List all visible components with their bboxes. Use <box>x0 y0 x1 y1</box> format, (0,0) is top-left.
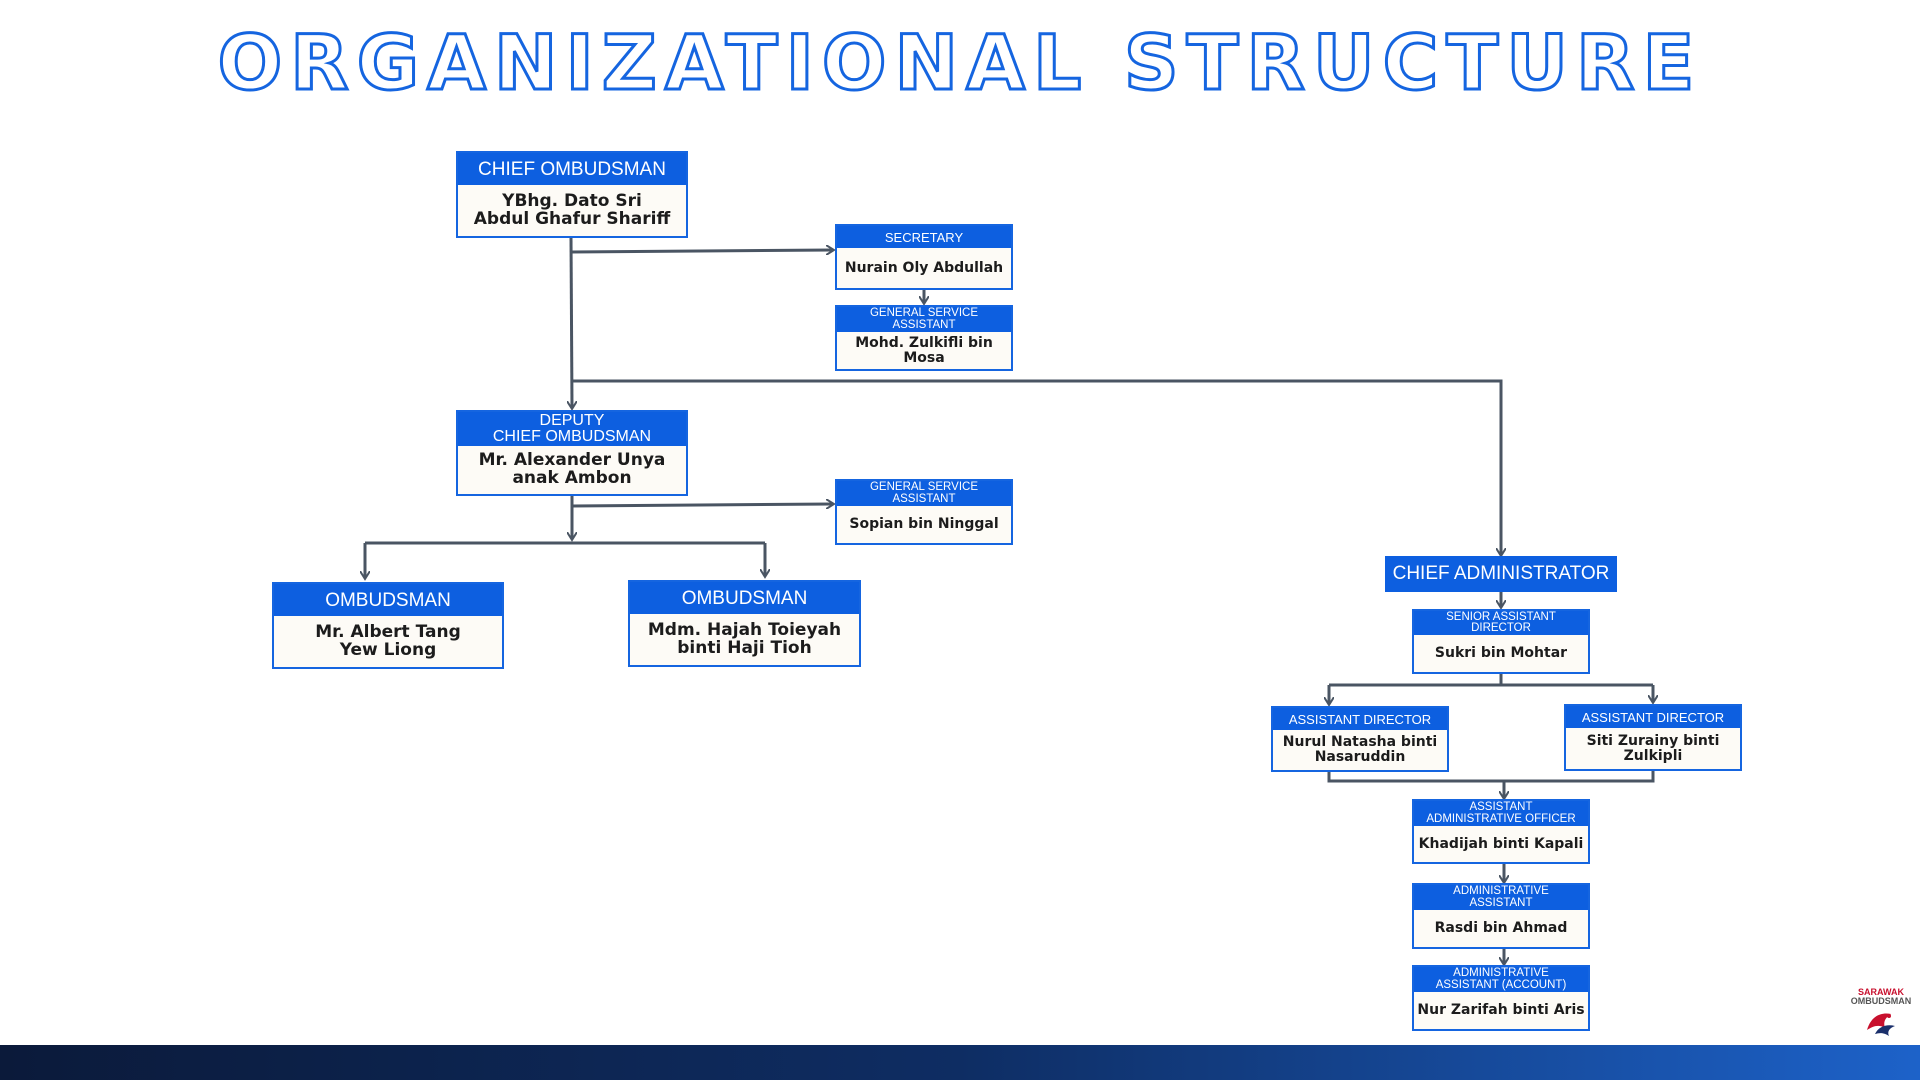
node-ombudsman-1: OMBUDSMAN Mr. Albert Tang Yew Liong <box>272 582 504 669</box>
sarawak-ombudsman-logo: SARAWAK OMBUDSMAN <box>1850 988 1912 1044</box>
node-senior-assistant-director: SENIOR ASSISTANT DIRECTOR Sukri bin Moht… <box>1412 609 1590 674</box>
role-label: OMBUDSMAN <box>274 584 502 616</box>
person-name: Mr. Albert Tang Yew Liong <box>315 621 461 660</box>
connector-deputy-to-gsa <box>571 504 832 506</box>
role-label: ASSISTANT DIRECTOR <box>1566 706 1740 728</box>
role-label: ASSISTANT ADMINISTRATIVE OFFICER <box>1414 801 1588 826</box>
person-name: Sopian bin Ninggal <box>849 516 999 533</box>
role-label: SECRETARY <box>837 226 1011 248</box>
connector-chief-to-secretary <box>570 250 832 252</box>
role-label: DEPUTY CHIEF OMBUDSMAN <box>458 412 686 446</box>
person-name: Sukri bin Mohtar <box>1434 645 1568 662</box>
node-secretary: SECRETARY Nurain Oly Abdullah <box>835 224 1013 290</box>
role-label: GENERAL SERVICE ASSISTANT <box>837 481 1011 506</box>
role-label: CHIEF ADMINISTRATOR <box>1392 563 1610 584</box>
page-title: ORGANIZATIONAL STRUCTURE <box>216 17 1703 109</box>
logo-line-2: OMBUDSMAN <box>1850 996 1912 1006</box>
node-assistant-director-1: ASSISTANT DIRECTOR Nurul Natasha binti N… <box>1271 706 1449 772</box>
role-label: OMBUDSMAN <box>630 582 859 614</box>
person-name: Siti Zurainy binti Zulkipli <box>1586 732 1720 764</box>
connector-chief-to-deputy <box>571 237 572 407</box>
role-label: ASSISTANT DIRECTOR <box>1273 708 1447 730</box>
person-name: Mdm. Hajah Toieyah binti Haji Tioh <box>647 619 842 658</box>
role-label: SENIOR ASSISTANT DIRECTOR <box>1414 611 1588 635</box>
role-label: GENERAL SERVICE ASSISTANT <box>837 307 1011 332</box>
logo-line-1: SARAWAK <box>1857 987 1904 997</box>
person-name: Rasdi bin Ahmad <box>1434 920 1568 937</box>
person-name: YBhg. Dato Sri Abdul Ghafur Shariff <box>473 190 671 229</box>
footer-bar <box>0 1045 1920 1080</box>
node-assistant-administrative-officer: ASSISTANT ADMINISTRATIVE OFFICER Khadija… <box>1412 799 1590 864</box>
person-name: Nur Zarifah binti Aris <box>1417 1002 1585 1019</box>
bird-emblem-icon <box>1867 1013 1895 1036</box>
role-label: ADMINISTRATIVE ASSISTANT <box>1414 885 1588 910</box>
role-label: CHIEF OMBUDSMAN <box>458 153 686 185</box>
connector-ad-merge <box>1327 771 1655 783</box>
node-general-service-assistant-1: GENERAL SERVICE ASSISTANT Mohd. Zulkifli… <box>835 305 1013 371</box>
node-deputy-chief-ombudsman: DEPUTY CHIEF OMBUDSMAN Mr. Alexander Uny… <box>456 410 688 496</box>
person-name: Mohd. Zulkifli bin Mosa <box>855 334 993 366</box>
person-name: Mr. Alexander Unya anak Ambon <box>478 450 666 488</box>
node-chief-ombudsman: CHIEF OMBUDSMAN YBhg. Dato Sri Abdul Gha… <box>456 151 688 238</box>
node-administrative-assistant-account: ADMINISTRATIVE ASSISTANT (ACCOUNT) Nur Z… <box>1412 965 1590 1031</box>
node-assistant-director-2: ASSISTANT DIRECTOR Siti Zurainy binti Zu… <box>1564 704 1742 771</box>
node-chief-administrator: CHIEF ADMINISTRATOR <box>1385 556 1617 592</box>
node-administrative-assistant: ADMINISTRATIVE ASSISTANT Rasdi bin Ahmad <box>1412 883 1590 949</box>
role-label: ADMINISTRATIVE ASSISTANT (ACCOUNT) <box>1414 967 1588 992</box>
person-name: Khadijah binti Kapali <box>1418 835 1584 852</box>
connector-sad-branch <box>1329 674 1653 687</box>
connector-to-chief-admin <box>572 379 1501 554</box>
node-ombudsman-2: OMBUDSMAN Mdm. Hajah Toieyah binti Haji … <box>628 580 861 667</box>
person-name: Nurain Oly Abdullah <box>844 259 1004 276</box>
node-general-service-assistant-2: GENERAL SERVICE ASSISTANT Sopian bin Nin… <box>835 479 1013 545</box>
person-name: Nurul Natasha binti Nasaruddin <box>1282 734 1438 765</box>
